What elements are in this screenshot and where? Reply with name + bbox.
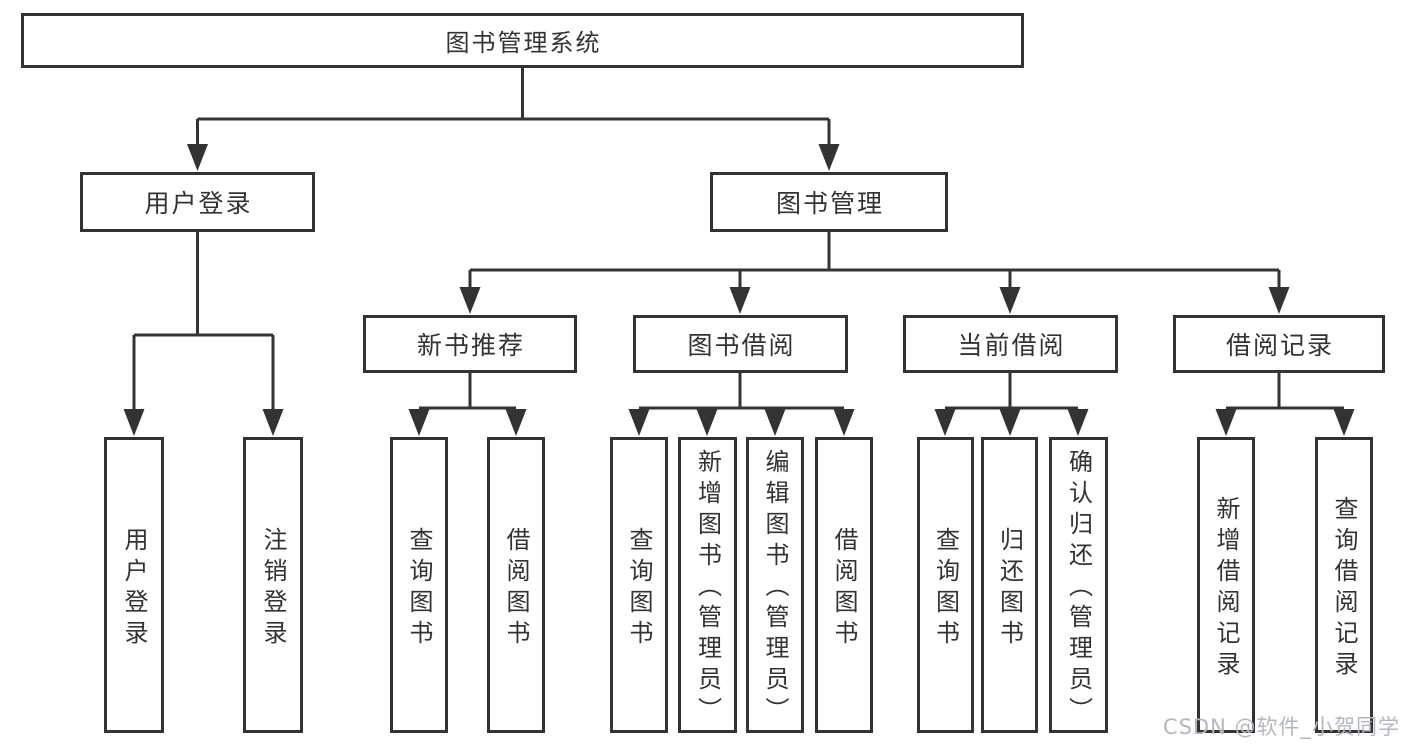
- arrowhead-icon: [833, 409, 855, 436]
- node-logout: 注销登录: [243, 437, 303, 733]
- arrowhead-icon: [729, 287, 751, 314]
- node-label: 图书管理: [775, 189, 884, 218]
- arrowhead-icon: [934, 409, 956, 436]
- csdn-watermark: CSDN @软件_小贺同学: [1162, 715, 1400, 739]
- node-library-management-system: 图书管理系统: [21, 13, 1024, 68]
- arrowhead-icon: [1067, 409, 1089, 436]
- node-user-login: 用户登录: [104, 437, 164, 733]
- arrowhead-icon: [696, 409, 718, 436]
- node-label: 当前借阅: [957, 331, 1066, 360]
- arrowhead-icon: [123, 409, 145, 436]
- node-label: 查询图书: [931, 526, 960, 651]
- node-label: 编辑图书（管理员）: [761, 449, 789, 728]
- node-user-login-module: 用户登录: [80, 172, 315, 232]
- node-borrowing-records: 借阅记录: [1173, 315, 1385, 373]
- node-label: 借阅图书: [502, 526, 530, 651]
- arrowhead-icon: [262, 409, 284, 436]
- node-query-books-2: 查询图书: [610, 437, 668, 733]
- arrowhead-icon: [187, 144, 208, 171]
- node-query-books-3: 查询图书: [917, 437, 974, 733]
- node-new-book-recommendation: 新书推荐: [363, 315, 577, 373]
- arrowhead-icon: [628, 409, 650, 436]
- arrowhead-icon: [764, 409, 786, 436]
- arrowhead-icon: [999, 287, 1021, 314]
- node-add-books-admin: 新增图书（管理员）: [678, 437, 737, 733]
- node-add-borrow-record: 新增借阅记录: [1197, 437, 1255, 733]
- node-label: 查询图书: [405, 526, 433, 651]
- arrow-heads: [123, 144, 1355, 436]
- node-label: 确认归还（管理员）: [1064, 449, 1093, 728]
- node-label: 注销登录: [259, 526, 287, 651]
- node-borrow-books-1: 借阅图书: [487, 437, 545, 733]
- node-book-borrowing: 图书借阅: [633, 315, 848, 373]
- node-query-borrow-record: 查询借阅记录: [1315, 437, 1373, 733]
- node-book-management-module: 图书管理: [710, 172, 948, 232]
- node-label: 新增图书（管理员）: [693, 449, 722, 728]
- node-label: 查询图书: [625, 526, 653, 651]
- node-label: 查询借阅记录: [1330, 495, 1358, 682]
- node-label: 用户登录: [120, 526, 148, 651]
- node-label: 新书推荐: [416, 331, 525, 360]
- arrowhead-icon: [999, 409, 1021, 436]
- arrowhead-icon: [408, 409, 430, 436]
- node-label: 用户登录: [144, 189, 253, 218]
- arrowhead-icon: [459, 287, 481, 314]
- arrowhead-icon: [1215, 409, 1237, 436]
- node-current-borrowing: 当前借阅: [903, 315, 1118, 373]
- node-label: 新增借阅记录: [1212, 495, 1240, 682]
- arrowhead-icon: [1268, 287, 1290, 314]
- node-label: 图书管理系统: [445, 29, 602, 57]
- arrowhead-icon: [1333, 409, 1355, 436]
- arrowhead-icon: [818, 144, 840, 171]
- node-label: 归还图书: [995, 526, 1024, 651]
- node-label: 借阅图书: [830, 526, 858, 651]
- node-return-books: 归还图书: [981, 437, 1038, 733]
- arrowhead-icon: [505, 409, 527, 436]
- node-confirm-return-admin: 确认归还（管理员）: [1049, 437, 1108, 733]
- node-label: 借阅记录: [1225, 331, 1334, 360]
- node-borrow-books-2: 借阅图书: [815, 437, 873, 733]
- node-label: 图书借阅: [687, 331, 796, 360]
- node-edit-books-admin: 编辑图书（管理员）: [746, 437, 804, 733]
- node-query-books-1: 查询图书: [390, 437, 448, 733]
